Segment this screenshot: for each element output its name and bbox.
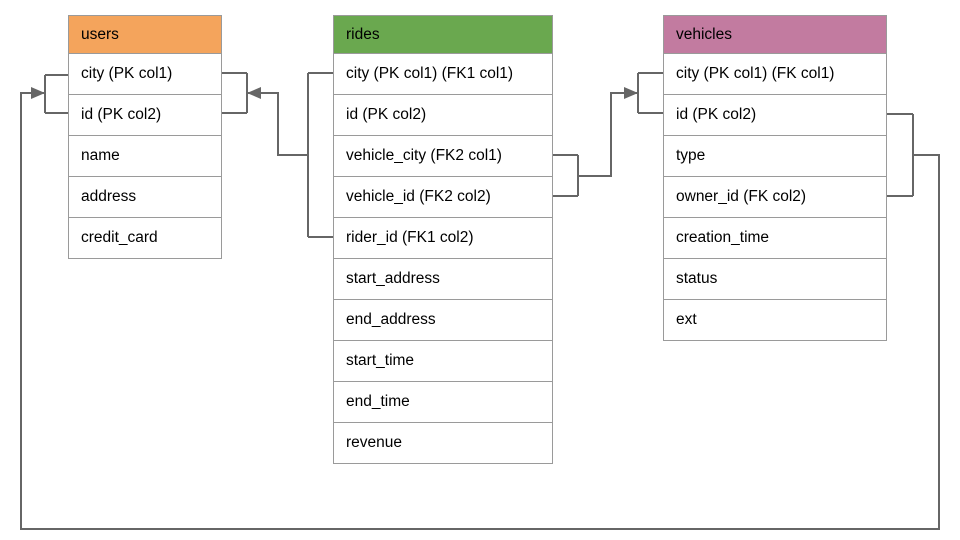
table-row-vehicles: owner_id (FK col2) [664, 177, 886, 218]
table-rides-rows: city (PK col1) (FK1 col1) id (PK col2) veh… [334, 54, 552, 463]
column-label: vehicle_id (FK2 col2) [346, 188, 491, 205]
column-label: start_time [346, 352, 415, 369]
table-users: users city (PK col1) id (PK col2) name addr… [68, 15, 222, 259]
column-label: rider_id (FK1 col2) [346, 229, 474, 246]
column-label: name [81, 147, 120, 164]
table-row-rides: revenue [334, 423, 552, 463]
column-label: city (PK col1) (FK col1) [676, 65, 835, 82]
table-title: rides [346, 25, 380, 43]
table-row-rides: vehicle_city (FK2 col1) [334, 136, 552, 177]
table-row-vehicles: ext [664, 300, 886, 340]
column-label: id (PK col2) [346, 106, 427, 123]
column-label: status [676, 270, 718, 287]
table-row-rides: id (PK col2) [334, 95, 552, 136]
table-title: users [81, 25, 119, 43]
table-row-vehicles: city (PK col1) (FK col1) [664, 54, 886, 95]
vehicles-left-bracket [637, 72, 663, 114]
table-row-rides: end_time [334, 382, 552, 423]
connector-rides-to-users [222, 72, 333, 238]
column-label: city (PK col1) [81, 65, 173, 82]
table-row-users: id (PK col2) [69, 95, 221, 136]
table-row-rides: start_address [334, 259, 552, 300]
vehicles-right-bracket [887, 113, 914, 197]
table-row-vehicles: type [664, 136, 886, 177]
table-rides: rides city (PK col1) (FK1 col1) id (PK co… [333, 15, 553, 464]
column-label: owner_id (FK col2) [676, 188, 807, 205]
table-vehicles-header: vehicles [664, 16, 886, 54]
table-row-rides: start_time [334, 341, 552, 382]
column-label: vehicle_city (FK2 col1) [346, 147, 502, 164]
table-title: vehicles [676, 25, 732, 43]
column-label: ext [676, 311, 697, 328]
rides-left-bracket [307, 72, 333, 238]
rides-right-bracket [553, 154, 579, 197]
column-label: city (PK col1) (FK1 col1) [346, 65, 514, 82]
table-row-rides: end_address [334, 300, 552, 341]
users-left-bracket [44, 74, 68, 114]
table-users-header: users [69, 16, 221, 54]
column-label: type [676, 147, 706, 164]
column-label: id (PK col2) [81, 106, 162, 123]
table-rides-header: rides [334, 16, 552, 54]
table-row-vehicles: creation_time [664, 218, 886, 259]
column-label: revenue [346, 434, 403, 451]
connector-rides-to-vehicles [553, 72, 663, 197]
table-row-rides: vehicle_id (FK2 col2) [334, 177, 552, 218]
table-users-rows: city (PK col1) id (PK col2) name address cre… [69, 54, 221, 258]
table-row-vehicles: status [664, 259, 886, 300]
column-label: end_time [346, 393, 410, 410]
column-label: credit_card [81, 229, 158, 246]
table-row-rides: rider_id (FK1 col2) [334, 218, 552, 259]
table-row-users: credit_card [69, 218, 221, 258]
column-label: address [81, 188, 137, 205]
fk2-arrow-line [578, 87, 638, 177]
table-vehicles: vehicles city (PK col1) (FK col1) id (PK … [663, 15, 887, 341]
table-row-users: name [69, 136, 221, 177]
connector-vehicles-to-users [20, 74, 940, 530]
table-vehicles-rows: city (PK col1) (FK col1) id (PK col2) type… [664, 54, 886, 340]
column-label: end_address [346, 311, 436, 328]
fk-arrow-line [20, 87, 940, 530]
column-label: start_address [346, 270, 440, 287]
table-row-users: address [69, 177, 221, 218]
column-label: creation_time [676, 229, 770, 246]
table-row-vehicles: id (PK col2) [664, 95, 886, 136]
column-label: id (PK col2) [676, 106, 757, 123]
fk1-arrow-line [247, 87, 308, 156]
users-right-bracket [222, 72, 248, 114]
table-row-rides: city (PK col1) (FK1 col1) [334, 54, 552, 95]
table-row-users: city (PK col1) [69, 54, 221, 95]
